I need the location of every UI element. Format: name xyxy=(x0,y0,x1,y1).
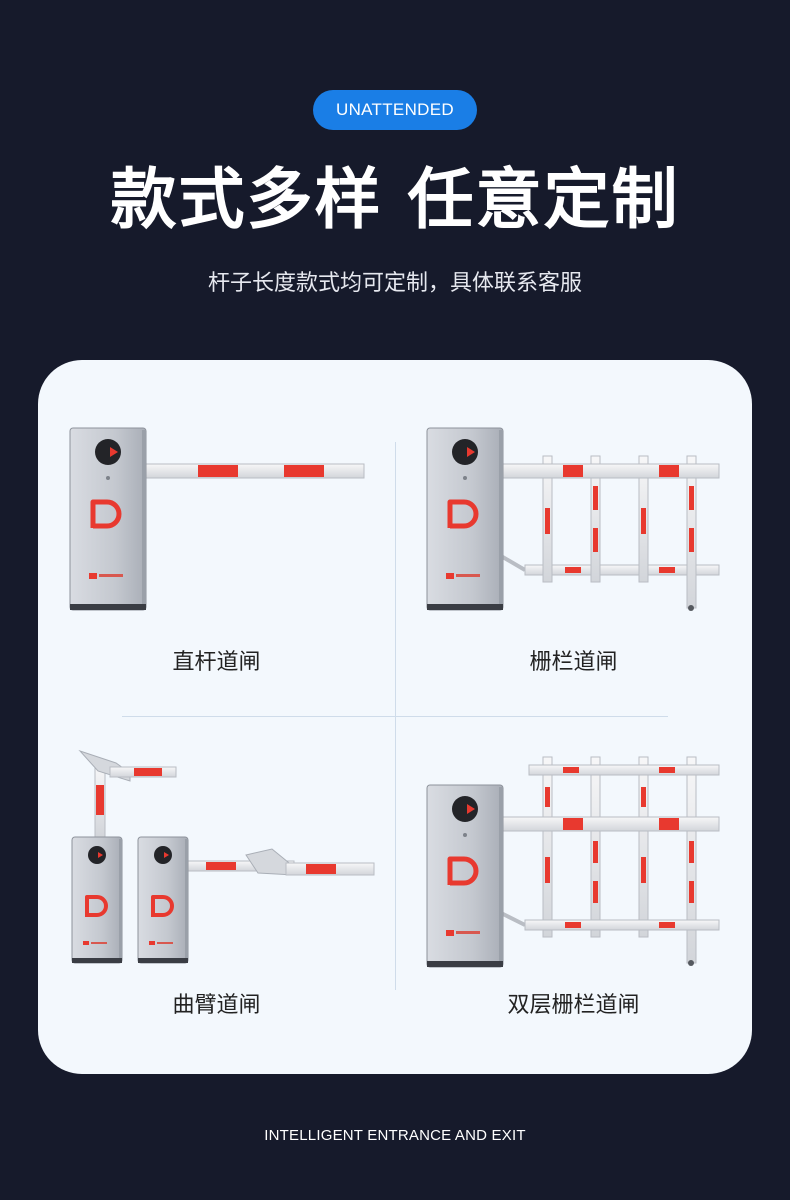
footer-tagline: INTELLIGENT ENTRANCE AND EXIT xyxy=(264,1127,526,1144)
product-double-fence[interactable]: 双层栅栏道闸 xyxy=(395,717,752,1074)
page-subtitle: 杆子长度款式均可定制，具体联系客服 xyxy=(207,271,582,296)
straight-arm-barrier-illustration xyxy=(69,427,365,611)
unattended-badge: UNATTENDED xyxy=(313,90,477,130)
horizontal-divider xyxy=(122,716,668,717)
product-label: 曲臂道闸 xyxy=(172,993,261,1018)
fence-barrier-illustration xyxy=(426,427,720,611)
product-card: 直杆道闸 xyxy=(38,360,752,1074)
product-label: 双层栅栏道闸 xyxy=(507,993,640,1018)
product-folding-arm[interactable]: 曲臂道闸 xyxy=(38,717,395,1074)
double-fence-barrier-illustration xyxy=(426,756,720,968)
product-label: 栅栏道闸 xyxy=(529,650,618,675)
folding-arm-barrier-illustration xyxy=(71,749,375,964)
product-fence[interactable]: 栅栏道闸 xyxy=(395,360,752,717)
page-title: 款式多样 任意定制 xyxy=(110,161,680,238)
product-straight-arm[interactable]: 直杆道闸 xyxy=(38,360,395,717)
product-label: 直杆道闸 xyxy=(172,650,261,675)
